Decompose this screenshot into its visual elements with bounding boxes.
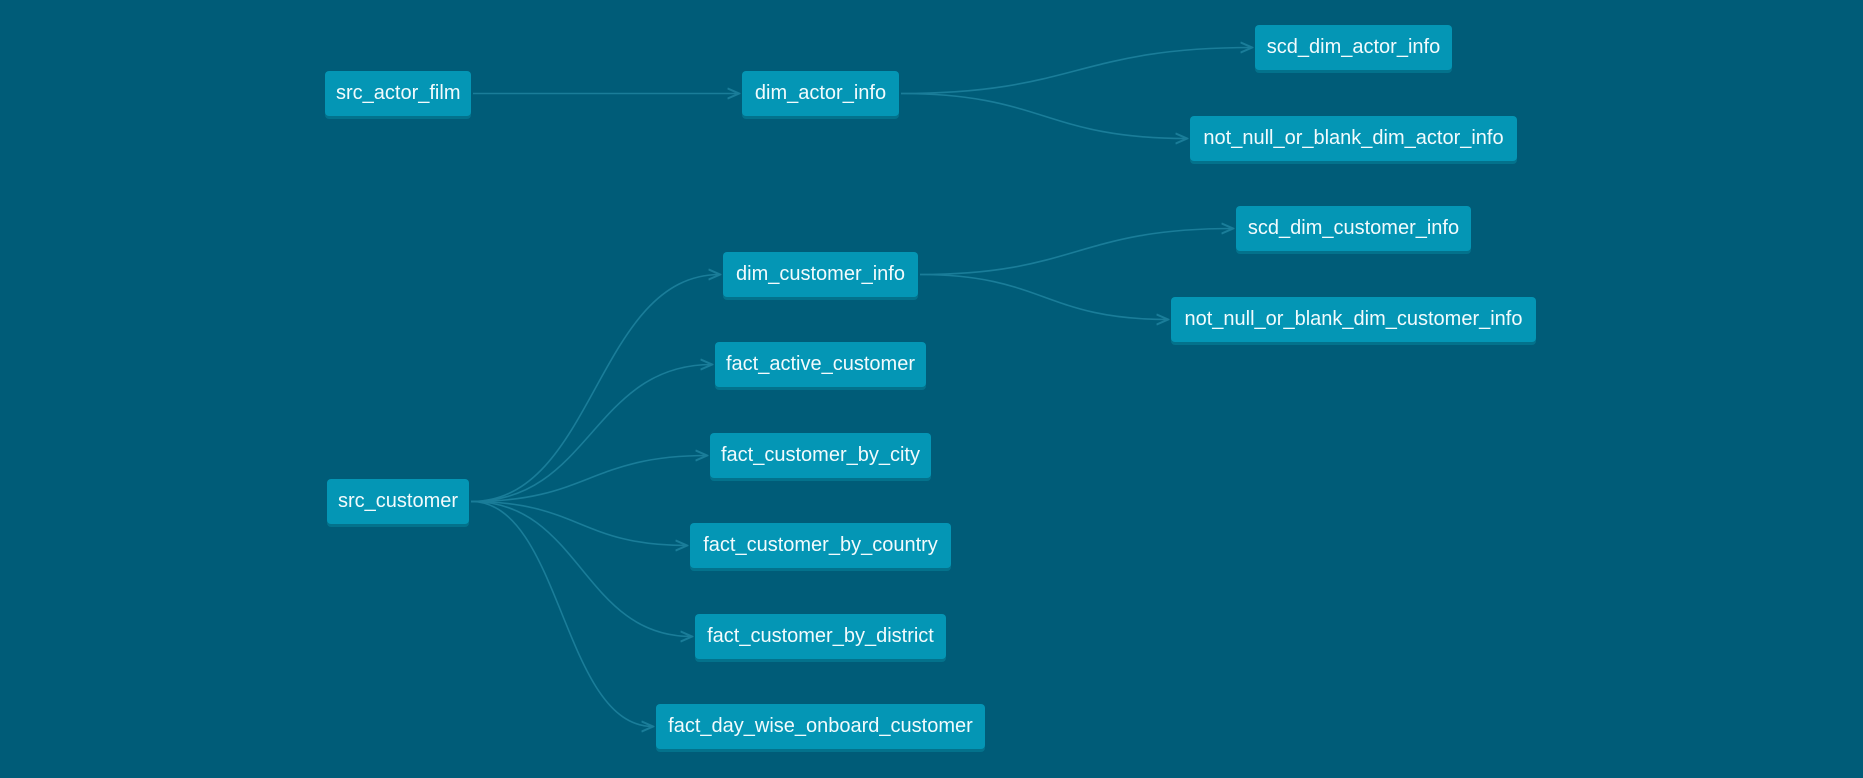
edge-src_customer-to-fact_active_customer: [470, 365, 712, 503]
node-not-null-or-blank-dim-actor-info[interactable]: not_null_or_blank_dim_actor_info: [1190, 116, 1517, 161]
edge-src_customer-to-fact_customer_by_city: [470, 456, 707, 503]
node-fact-customer-by-district[interactable]: fact_customer_by_district: [695, 614, 946, 659]
node-dim-customer-info[interactable]: dim_customer_info: [723, 252, 918, 297]
node-dim-actor-info[interactable]: dim_actor_info: [742, 71, 899, 116]
node-fact-customer-by-country[interactable]: fact_customer_by_country: [690, 523, 951, 568]
node-src-customer[interactable]: src_customer: [327, 479, 469, 524]
edge-src_customer-to-fact_customer_by_district: [470, 500, 692, 637]
edge-src_customer-to-dim_customer_info: [470, 275, 720, 503]
edge-dim_actor_info-to-scd_dim_actor_info: [900, 48, 1252, 95]
edge-dim_actor_info-to-not_null_or_blank_dim_actor_info: [900, 92, 1187, 139]
node-scd-dim-customer-info[interactable]: scd_dim_customer_info: [1236, 206, 1471, 251]
node-scd-dim-actor-info[interactable]: scd_dim_actor_info: [1255, 25, 1452, 70]
edge-dim_customer_info-to-scd_dim_customer_info: [919, 229, 1233, 276]
edge-dim_customer_info-to-not_null_or_blank_dim_customer_info: [919, 273, 1168, 320]
node-fact-day-wise-onboard-customer[interactable]: fact_day_wise_onboard_customer: [656, 704, 985, 749]
node-not-null-or-blank-dim-customer-info[interactable]: not_null_or_blank_dim_customer_info: [1171, 297, 1536, 342]
node-fact-customer-by-city[interactable]: fact_customer_by_city: [710, 433, 931, 478]
edge-src_customer-to-fact_customer_by_country: [470, 500, 687, 546]
node-fact-active-customer[interactable]: fact_active_customer: [715, 342, 926, 387]
edge-src_customer-to-fact_day_wise_onboard_customer: [470, 500, 653, 727]
node-src-actor-film[interactable]: src_actor_film: [325, 71, 471, 116]
